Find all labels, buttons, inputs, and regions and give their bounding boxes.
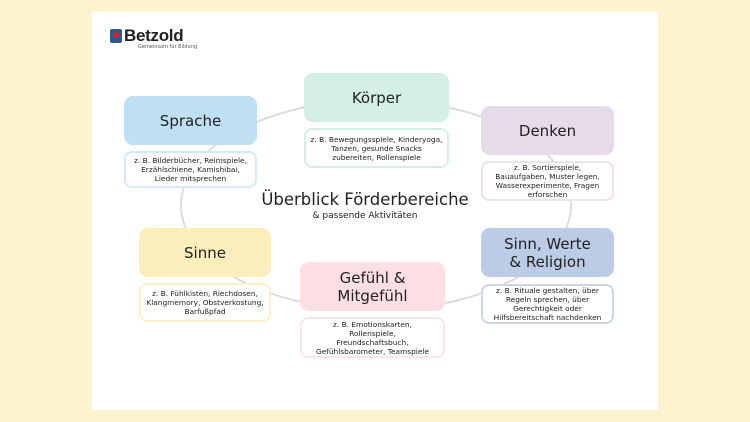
logo-name: Betzold (124, 26, 184, 45)
area-denken-heading: Denken (481, 106, 614, 155)
logo-icon (110, 29, 122, 43)
area-denken-activities: z. B. Sortierspiele, Bauaufgaben, Muster… (481, 161, 614, 201)
area-sinn-werte-religion-heading: Sinn, Werte & Religion (481, 228, 614, 277)
area-gefuehl-activities: z. B. Emotionskarten, Rollenspiele, Freu… (300, 317, 445, 358)
betzold-logo: Betzold Gemeinsam für Bildung (110, 27, 197, 50)
area-sinne-heading: Sinne (139, 228, 271, 277)
logo-tagline: Gemeinsam für Bildung (138, 44, 198, 50)
area-sinne-activities: z. B. Fühlkisten, Riechdosen, Klangmemor… (139, 283, 271, 322)
diagram-title: Überblick Förderbereiche (261, 190, 469, 209)
area-sprache-activities: z. B. Bilderbücher, Reimspiele, Erzählsc… (124, 151, 257, 188)
diagram-subtitle: & passende Aktivitäten (312, 211, 418, 221)
area-koerper-heading: Körper (304, 73, 449, 122)
area-sinn-werte-religion-activities: z. B. Rituale gestalten, über Regeln spr… (481, 284, 614, 324)
area-sprache-heading: Sprache (124, 96, 257, 145)
area-koerper-activities: z. B. Bewegungsspiele, Kinderyoga, Tanze… (304, 128, 449, 168)
area-gefuehl-heading: Gefühl & Mitgefühl (300, 262, 445, 311)
